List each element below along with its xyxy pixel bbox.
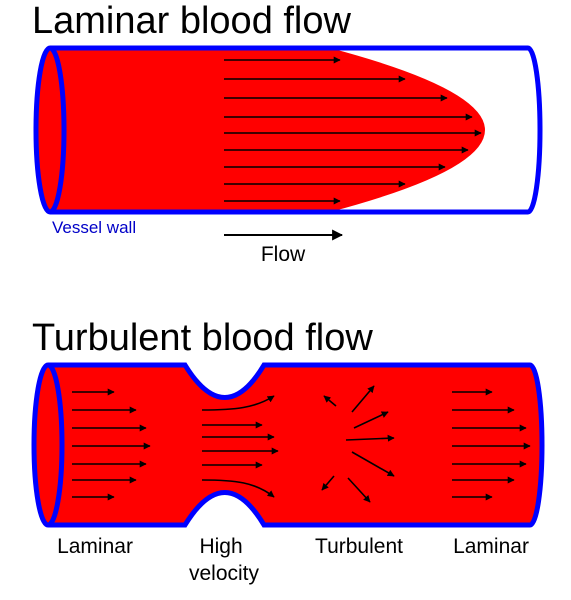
laminar-blood bbox=[50, 48, 485, 212]
turbulent-arrow bbox=[345, 434, 395, 442]
turbulent-arrow bbox=[353, 411, 389, 429]
turbulent-arrow bbox=[347, 477, 371, 503]
right-laminar-arrows bbox=[452, 388, 531, 501]
turbulent-vessel-opening bbox=[31, 362, 65, 528]
turbulent-arrows bbox=[321, 385, 395, 503]
high-velocity-arrows bbox=[201, 395, 279, 498]
turbulent-arrow bbox=[351, 451, 395, 477]
high-velocity-line-2: velocity bbox=[189, 562, 260, 585]
turbulent-vessel bbox=[31, 362, 545, 528]
turbulent-vessel-outline bbox=[48, 362, 545, 528]
laminar-vessel-opening bbox=[33, 45, 67, 215]
vessel-wall-label: Vessel wall bbox=[52, 218, 136, 237]
turbulent-arrow bbox=[321, 475, 335, 491]
turbulent-vessel-body bbox=[48, 365, 542, 525]
left-laminar-arrows bbox=[72, 388, 151, 501]
turbulent-arrow bbox=[351, 385, 375, 413]
flow-label: Flow bbox=[261, 243, 306, 266]
curved-arrow bbox=[201, 479, 275, 498]
laminar-title: Laminar blood flow bbox=[32, 0, 352, 42]
turbulent-arrow bbox=[323, 395, 337, 407]
region-label-laminar-left: Laminar bbox=[57, 535, 133, 558]
region-label-laminar-right: Laminar bbox=[453, 535, 529, 558]
laminar-vessel bbox=[33, 45, 543, 215]
laminar-velocity-arrows bbox=[224, 56, 482, 205]
turbulent-title: Turbulent blood flow bbox=[32, 317, 373, 359]
region-label-high-velocity: High velocity bbox=[189, 535, 260, 585]
region-label-turbulent: Turbulent bbox=[315, 535, 403, 558]
curved-arrow bbox=[201, 395, 275, 411]
high-velocity-line-1: High bbox=[199, 535, 242, 558]
laminar-tube-outline bbox=[50, 45, 543, 215]
